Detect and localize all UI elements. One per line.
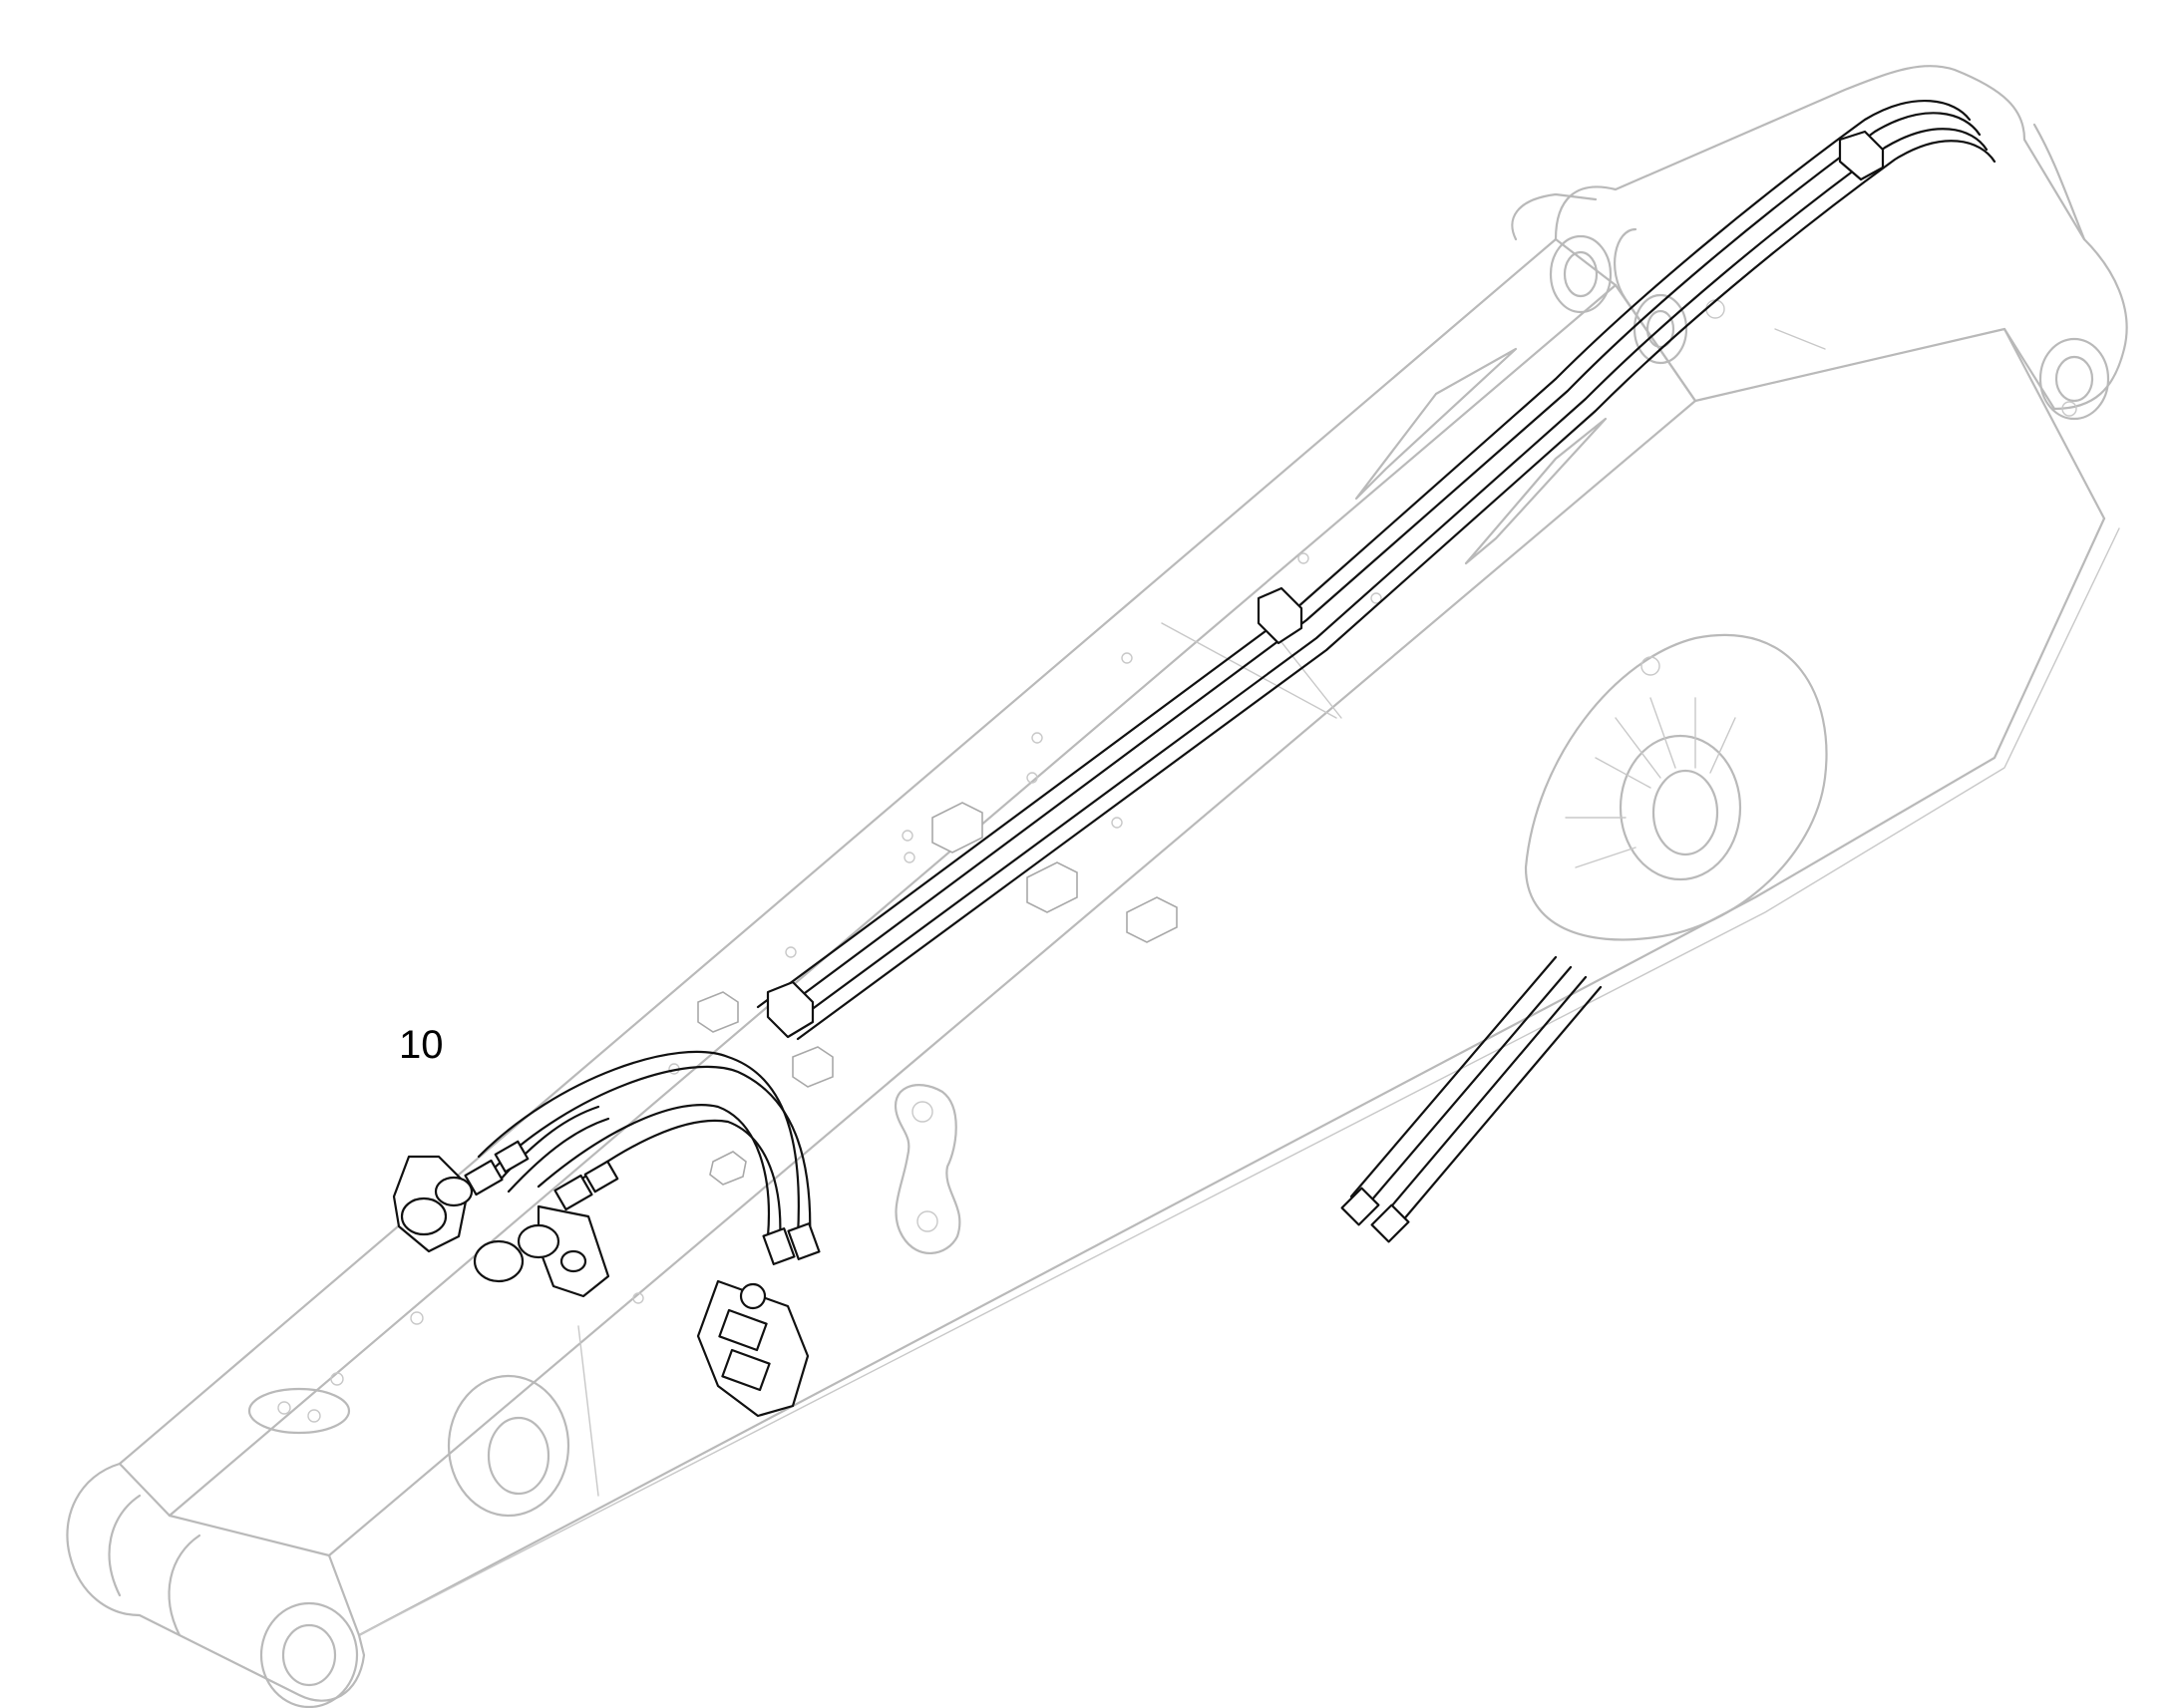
hose-lower-1 — [1349, 955, 1558, 1198]
hose-curve-2 — [492, 1065, 812, 1243]
fitting-bracket-left — [392, 1140, 530, 1253]
callout-label-10: 10 — [399, 1023, 444, 1067]
boom-nose-bracket — [1354, 64, 2128, 565]
hose-curve-1 — [477, 1050, 800, 1238]
hose-curve-3 — [537, 1104, 770, 1238]
hose-long-3 — [786, 128, 1989, 1029]
hose-clamp-1 — [766, 980, 815, 1039]
hose-clamp-3 — [1838, 130, 1885, 181]
cylinder-lug — [1524, 633, 1828, 941]
fitting-bracket-middle — [473, 1160, 619, 1298]
hose-long-4 — [796, 140, 1997, 1041]
deck-bolts — [330, 552, 1382, 1386]
boom-lower-chord — [327, 516, 2106, 1637]
boom-foot — [66, 1374, 570, 1708]
mount-plate — [895, 1084, 961, 1254]
deck-blocks — [697, 802, 1178, 1186]
hose-lower-2 — [1364, 965, 1573, 1208]
boom-structure — [66, 64, 2128, 1708]
hose-clamp-2 — [1257, 586, 1303, 645]
valve-block — [696, 1222, 821, 1418]
hose-long-1 — [756, 100, 1972, 1009]
hose-curve-4 — [556, 1119, 782, 1243]
hose-assembly — [392, 100, 1997, 1418]
boom-top-plate — [118, 237, 1618, 1518]
hose-long-2 — [768, 112, 1982, 1021]
